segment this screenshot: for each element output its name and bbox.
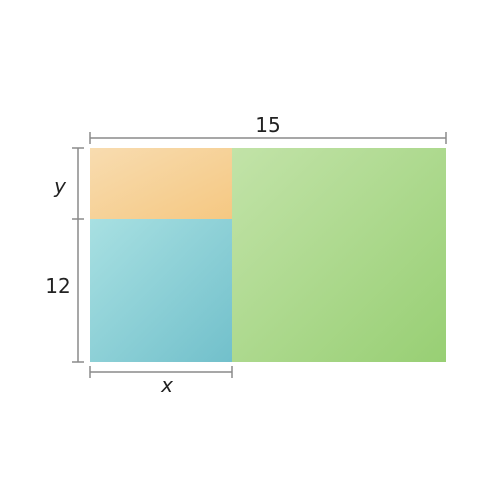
bottom-dimension-line [89,366,233,378]
left-dimension-line [72,147,84,363]
orange-top-left-region [90,148,232,219]
left-bottom-height-label: 12 [45,274,70,298]
top-width-label: 15 [255,113,280,137]
green-right-region [232,148,446,362]
blue-bottom-left-region [90,219,232,362]
bottom-width-label: x [160,373,173,397]
top-dimension-line [89,132,447,144]
left-top-height-label: y [53,174,67,198]
